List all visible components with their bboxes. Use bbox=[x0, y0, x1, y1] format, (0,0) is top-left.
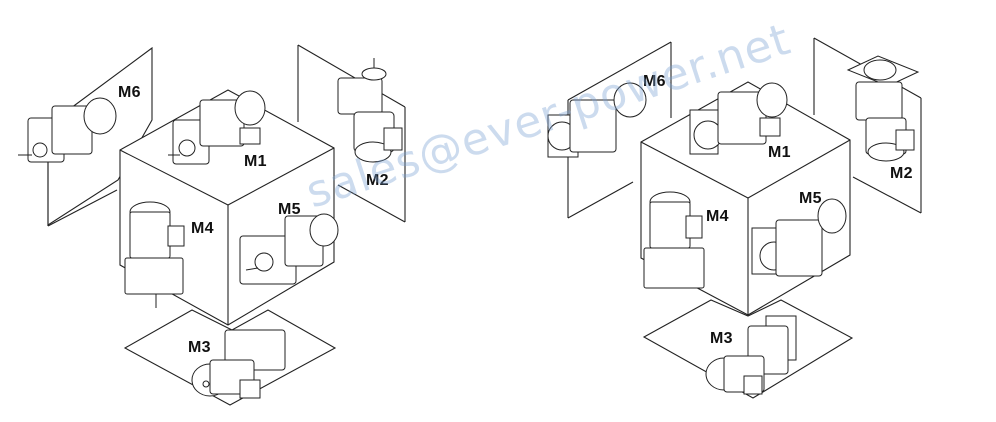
label-m4: M4 bbox=[706, 208, 729, 225]
label-m5: M5 bbox=[278, 201, 301, 218]
label-m1: M1 bbox=[244, 153, 267, 170]
label-m2: M2 bbox=[366, 172, 389, 189]
label-m6: M6 bbox=[643, 73, 666, 90]
cube-and-planes-drawing bbox=[18, 44, 406, 406]
label-m4: M4 bbox=[191, 220, 214, 237]
label-m6: M6 bbox=[118, 84, 141, 101]
label-m1: M1 bbox=[768, 144, 791, 161]
cube-and-planes-drawing bbox=[547, 37, 922, 399]
label-m3: M3 bbox=[188, 339, 211, 356]
mounting-diagram-foot: M6 M1 M2 M4 M5 M3 bbox=[18, 44, 406, 406]
label-m5: M5 bbox=[799, 190, 822, 207]
mounting-diagram-flange: M6 M1 M2 M4 M5 M3 bbox=[498, 0, 996, 422]
label-m2: M2 bbox=[890, 165, 913, 182]
label-m3: M3 bbox=[710, 330, 733, 347]
